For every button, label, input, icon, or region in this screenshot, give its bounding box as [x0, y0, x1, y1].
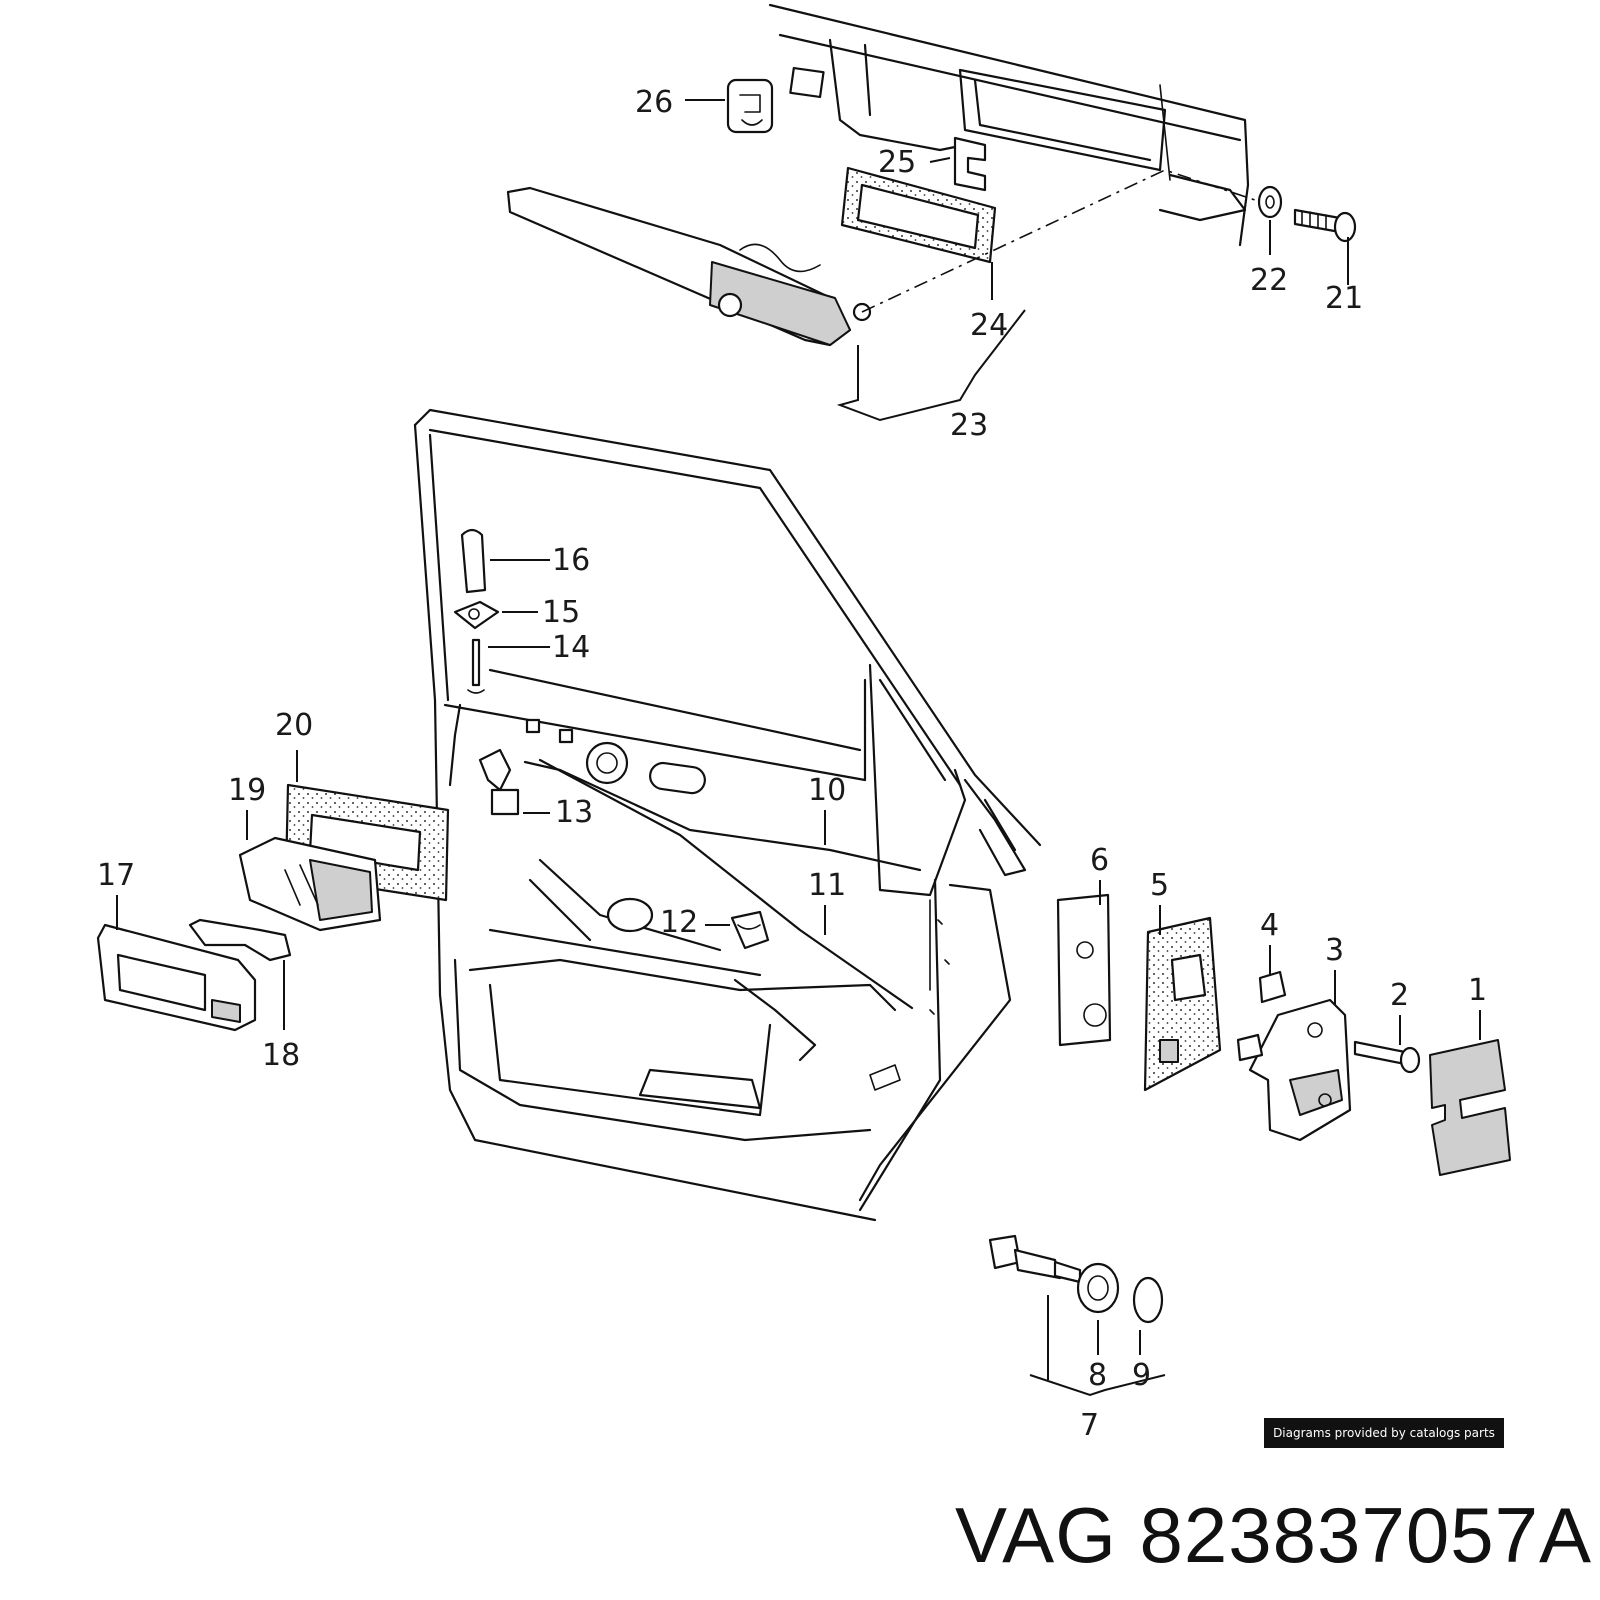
part-23-outer-handle	[506, 186, 872, 347]
callout-6: 6	[1090, 843, 1109, 878]
part-19-handle-housing	[238, 836, 382, 932]
part-21-screw	[1293, 208, 1357, 243]
part-17-trim-bezel	[96, 923, 257, 1032]
callout-8: 8	[1088, 1358, 1107, 1393]
part-7-striker	[988, 1234, 1082, 1284]
callout-9: 9	[1132, 1358, 1151, 1393]
callout-18: 18	[262, 1038, 300, 1073]
callout-22: 22	[1250, 263, 1288, 298]
part-8-washer	[1076, 1262, 1120, 1314]
linkage-rods	[448, 703, 922, 1010]
part-22-washer	[1257, 185, 1283, 219]
door-frame	[413, 408, 1042, 1222]
credit-badge: Diagrams provided by catalogs parts	[1264, 1418, 1504, 1448]
callout-14: 14	[552, 630, 590, 665]
part-26-clip	[726, 78, 774, 134]
callout-1: 1	[1468, 973, 1487, 1008]
callout-labels: 1 2 3 4 5 6 7 8 9 10 11 12 13 14 15 16 1…	[97, 85, 1487, 1443]
body-panel-top	[768, 3, 1250, 247]
callout-25: 25	[878, 145, 916, 180]
callout-17: 17	[97, 858, 135, 893]
part-18-inner-lever	[188, 918, 292, 962]
part-1-cover-cap	[1429, 1039, 1511, 1176]
leader-lines	[116, 99, 1481, 1397]
part-4-connector	[1258, 970, 1287, 1004]
callout-19: 19	[228, 773, 266, 808]
part-15-grommet	[453, 600, 500, 630]
part-14-lock-rod	[467, 638, 485, 694]
part-12-clip	[730, 910, 770, 950]
part-5-lock-gasket	[1143, 916, 1222, 1092]
callout-16: 16	[552, 543, 590, 578]
callout-11: 11	[808, 868, 846, 903]
part-25-bracket	[953, 136, 987, 192]
part-3-door-lock	[1236, 998, 1352, 1142]
part-13-clip	[478, 748, 520, 816]
part-number-caption: VAG 823837057A	[954, 1491, 1592, 1579]
part-2-bolt	[1353, 1040, 1421, 1074]
callout-12: 12	[660, 905, 698, 940]
callout-5: 5	[1150, 868, 1169, 903]
callout-7: 7	[1080, 1408, 1099, 1443]
callout-13: 13	[555, 795, 593, 830]
callout-26: 26	[635, 85, 673, 120]
part-24-gasket	[840, 166, 997, 264]
callout-23: 23	[950, 408, 988, 443]
callout-24: 24	[970, 308, 1008, 343]
callout-20: 20	[275, 708, 313, 743]
part-16-lock-knob	[460, 528, 487, 594]
callout-4: 4	[1260, 908, 1279, 943]
part-6-cover-plate	[1056, 893, 1112, 1047]
callout-21: 21	[1325, 281, 1363, 316]
callout-2: 2	[1390, 978, 1409, 1013]
callout-10: 10	[808, 773, 846, 808]
callout-3: 3	[1325, 933, 1344, 968]
part-9-shim	[1132, 1276, 1164, 1324]
callout-15: 15	[542, 595, 580, 630]
